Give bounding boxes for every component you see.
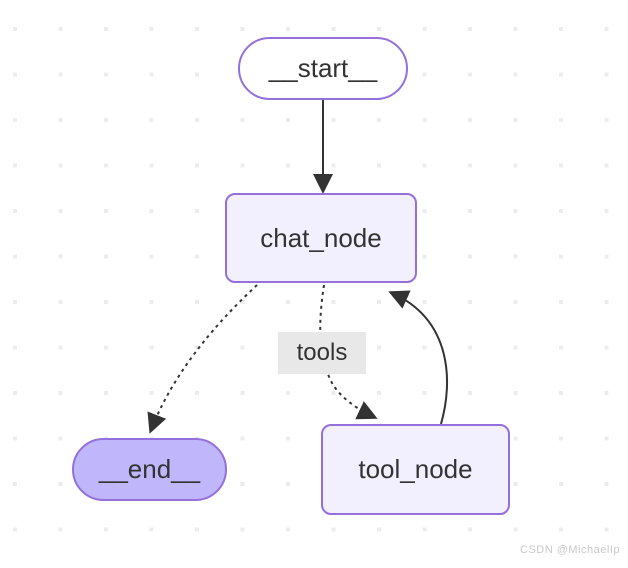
- edge-label-tools: tools: [278, 332, 366, 374]
- edge-tool-to-chat: [388, 290, 449, 425]
- edge-chat-to-end: [147, 284, 258, 434]
- node-end-label: __end__: [98, 454, 201, 484]
- edge-chat-to-tool: [319, 284, 378, 420]
- node-tool-node-label: tool_node: [358, 454, 473, 484]
- node-start: __start__: [238, 37, 408, 100]
- node-tool-node: tool_node: [321, 424, 510, 515]
- node-start-label: __start__: [268, 53, 378, 83]
- node-chat-node-label: chat_node: [260, 222, 382, 253]
- node-end: __end__: [72, 438, 227, 501]
- watermark: CSDN @MichaelIp: [520, 544, 620, 556]
- node-chat-node: chat_node: [225, 193, 417, 283]
- edge-label-tools-text: tools: [296, 339, 348, 366]
